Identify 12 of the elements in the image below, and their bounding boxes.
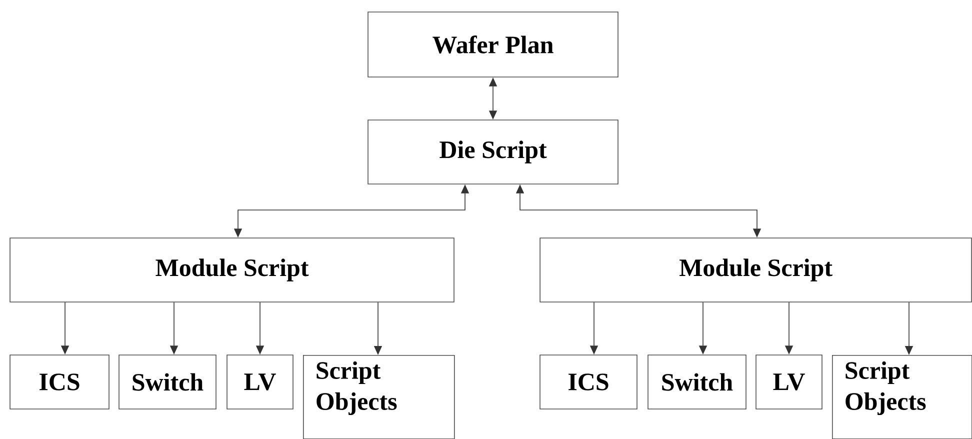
box: Script Objects [303, 354, 455, 439]
box: ICS [10, 354, 110, 410]
box: Module Script [10, 238, 454, 302]
box: Module Script [540, 238, 972, 302]
box: Wafer Plan [368, 12, 618, 78]
box: Switch [648, 354, 746, 410]
box: LV [756, 354, 822, 410]
box: ICS [540, 354, 638, 410]
box: Die Script [368, 120, 618, 184]
box: Switch [118, 354, 216, 410]
box: LV [226, 354, 294, 410]
box: Script Objects [832, 354, 972, 439]
